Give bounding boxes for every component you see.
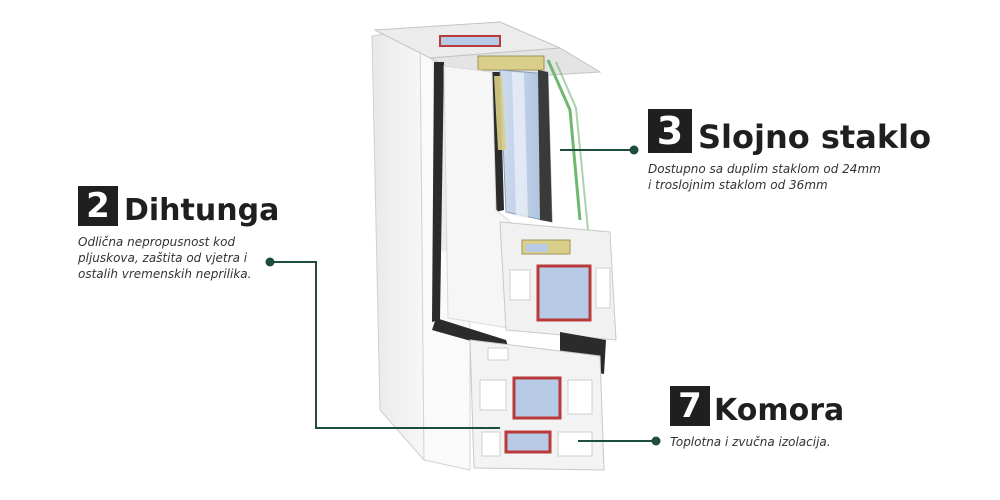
callout-chambers-number: 7: [670, 386, 710, 426]
callout-glass: 3 Slojno staklo Dostupno sa duplim stakl…: [648, 109, 931, 193]
leader-line-gasket: [265, 257, 500, 429]
callout-chambers-title: Komora: [714, 393, 845, 428]
callout-gasket-desc-line: Odlična nepropusnost kod: [78, 235, 236, 249]
callout-chambers-heading: 7 Komora: [670, 386, 844, 426]
callout-gasket-desc-line: ostalih vremenskih neprilika.: [78, 267, 252, 281]
callout-chambers-desc-line: Toplotna i zvučna izolacija.: [670, 435, 831, 449]
callout-gasket-desc-line: pljuskova, zaštita od vjetra i: [78, 251, 248, 265]
leader-line-glass: [560, 145, 639, 155]
callout-chambers: 7 Komora Toplotna i zvučna izolacija.: [670, 386, 844, 450]
callout-gasket-number: 2: [78, 186, 118, 226]
callout-gasket-description: Odlična nepropusnost kod pljuskova, zašt…: [78, 234, 279, 282]
callout-glass-desc-line: i troslojnim staklom od 36mm: [648, 178, 828, 192]
callout-glass-description: Dostupno sa duplim staklom od 24mm i tro…: [648, 161, 931, 193]
leader-line-chambers: [578, 436, 661, 446]
callout-glass-desc-line: Dostupno sa duplim staklom od 24mm: [648, 162, 881, 176]
callout-gasket: 2 Dihtunga Odlična nepropusnost kod plju…: [78, 186, 279, 282]
callout-glass-heading: 3 Slojno staklo: [648, 109, 931, 153]
glazing-unit: [494, 59, 589, 231]
callout-glass-title: Slojno staklo: [698, 118, 932, 156]
callout-gasket-title: Dihtunga: [124, 193, 280, 228]
frame-bottom-section: [469, 339, 605, 471]
callout-glass-number: 3: [648, 109, 692, 153]
callout-chambers-description: Toplotna i zvučna izolacija.: [670, 434, 844, 450]
callout-gasket-heading: 2 Dihtunga: [78, 186, 279, 226]
